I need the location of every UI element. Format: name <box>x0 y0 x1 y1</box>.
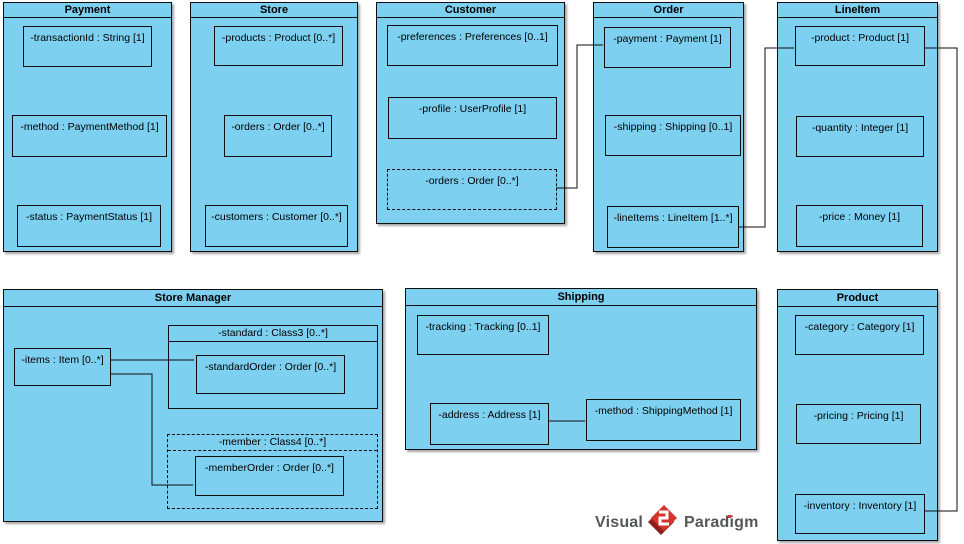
attr-store-customers[interactable]: -customers : Customer [0..*] <box>205 205 348 247</box>
class-product[interactable]: Product -category : Category [1] -pricin… <box>777 289 938 541</box>
part-member[interactable]: -member : Class4 [0..*] -memberOrder : O… <box>167 434 378 509</box>
visual-paradigm-diamond-icon <box>648 505 677 535</box>
attr-order-lineitems[interactable]: -lineItems : LineItem [1..*] <box>607 206 739 248</box>
attr-product-pricing[interactable]: -pricing : Pricing [1] <box>796 404 921 444</box>
class-lineitem[interactable]: LineItem -product : Product [1] -quantit… <box>777 2 938 252</box>
connector-order-lineitems-to-lineitem-product[interactable] <box>738 47 794 228</box>
attr-customer-preferences[interactable]: -preferences : Preferences [0..1] <box>387 25 558 66</box>
class-store-title: Store <box>191 3 357 18</box>
attr-order-shipping[interactable]: -shipping : Shipping [0..1] <box>605 115 741 156</box>
class-shipping[interactable]: Shipping -tracking : Tracking [0..1] -ad… <box>405 288 757 450</box>
attr-customer-profile[interactable]: -profile : UserProfile [1] <box>388 97 557 139</box>
attr-payment-method[interactable]: -method : PaymentMethod [1] <box>12 115 167 157</box>
connector-customer-orders-to-order-payment[interactable] <box>556 44 603 189</box>
attr-store-orders[interactable]: -orders : Order [0..*] <box>224 115 332 157</box>
part-standard[interactable]: -standard : Class3 [0..*] -standardOrder… <box>168 325 378 409</box>
class-store[interactable]: Store -products : Product [0..*] -orders… <box>190 2 358 252</box>
class-store-manager[interactable]: Store Manager -items : Item [0..*] -stan… <box>3 289 383 522</box>
class-product-title: Product <box>778 290 937 307</box>
class-order-title: Order <box>594 3 743 18</box>
connector-lineitem-product-to-product-inventory[interactable] <box>924 47 958 512</box>
class-shipping-title: Shipping <box>406 289 756 306</box>
connector-items-to-memberorder[interactable] <box>110 373 193 486</box>
logo-red-i-dot <box>728 515 731 518</box>
attr-order-payment[interactable]: -payment : Payment [1] <box>604 27 731 68</box>
class-order[interactable]: Order -payment : Payment [1] -shipping :… <box>593 2 744 252</box>
attr-customer-orders[interactable]: -orders : Order [0..*] <box>387 169 557 210</box>
class-customer-title: Customer <box>377 3 564 18</box>
attr-member-order[interactable]: -memberOrder : Order [0..*] <box>195 456 344 496</box>
class-payment[interactable]: Payment -transactionId : String [1] -met… <box>3 2 172 252</box>
attr-product-inventory[interactable]: -inventory : Inventory [1] <box>795 494 925 534</box>
visual-paradigm-logo: Visual Paradigm <box>592 502 762 542</box>
attr-shipping-address[interactable]: -address : Address [1] <box>430 403 549 445</box>
attr-payment-status[interactable]: -status : PaymentStatus [1] <box>17 205 161 247</box>
part-member-title: -member : Class4 [0..*] <box>168 435 377 451</box>
attr-store-products[interactable]: -products : Product [0..*] <box>214 26 343 66</box>
part-standard-title: -standard : Class3 [0..*] <box>169 326 377 342</box>
attr-payment-transactionid[interactable]: -transactionId : String [1] <box>23 26 152 67</box>
logo-text-paradigm: Paradigm <box>684 514 759 531</box>
class-customer[interactable]: Customer -preferences : Preferences [0..… <box>376 2 565 224</box>
class-payment-title: Payment <box>4 3 171 18</box>
attr-shipping-method[interactable]: -method : ShippingMethod [1] <box>586 399 741 441</box>
attr-lineitem-price[interactable]: -price : Money [1] <box>796 205 923 247</box>
attr-standard-order[interactable]: -standardOrder : Order [0..*] <box>196 355 345 394</box>
logo-text-visual: Visual <box>595 514 644 531</box>
attr-storemanager-items[interactable]: -items : Item [0..*] <box>14 348 111 386</box>
attr-lineitem-quantity[interactable]: -quantity : Integer [1] <box>796 116 924 157</box>
attr-shipping-tracking[interactable]: -tracking : Tracking [0..1] <box>417 315 549 355</box>
attr-lineitem-product[interactable]: -product : Product [1] <box>795 26 925 66</box>
class-lineitem-title: LineItem <box>778 3 937 18</box>
attr-product-category[interactable]: -category : Category [1] <box>795 315 924 355</box>
class-store-manager-title: Store Manager <box>4 290 382 307</box>
